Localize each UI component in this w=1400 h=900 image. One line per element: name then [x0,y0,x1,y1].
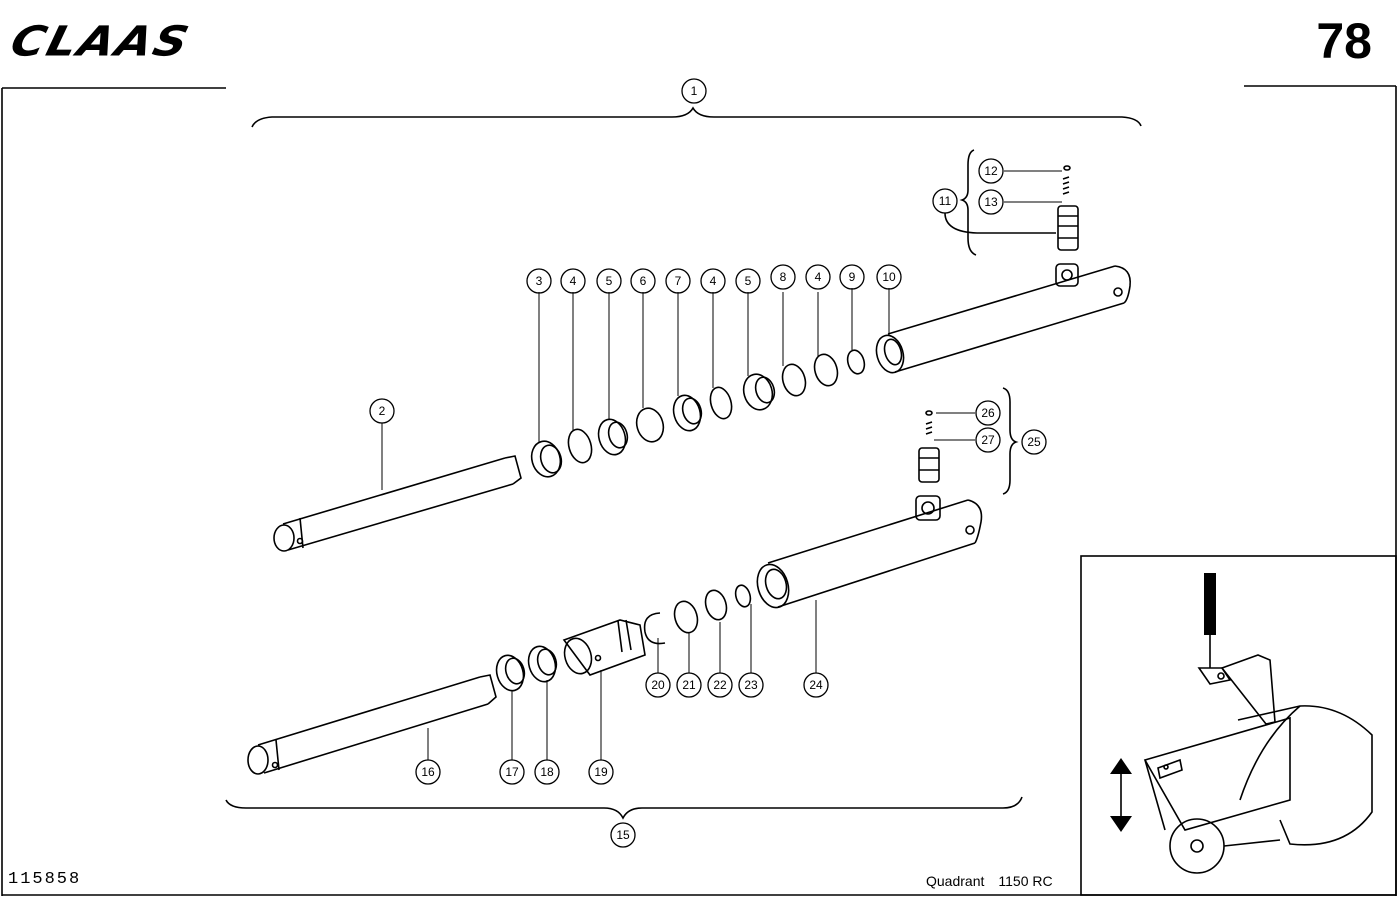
leader-lines [381,170,1062,760]
callout-26: 26 [981,406,995,420]
callout-8: 8 [780,270,787,284]
assembly-bracket-top [251,106,1142,128]
page-number: 78 [1316,13,1372,69]
callout-11: 11 [939,194,952,208]
callout-27: 27 [981,433,995,447]
callout-4b: 4 [710,274,717,288]
cylinder-tube-upper [875,263,1132,374]
callout-25: 25 [1027,435,1041,449]
callout-4: 4 [570,274,577,288]
callout-23: 23 [744,678,758,692]
fitting-assembly-lower [918,387,1019,495]
model-name: Quadrant [926,873,985,889]
callout-24: 24 [809,678,823,692]
callout-5: 5 [606,274,613,288]
callout-19: 19 [594,765,608,779]
callout-9: 9 [849,270,856,284]
callout-6: 6 [640,274,647,288]
callout-3: 3 [536,274,543,288]
callout-7: 7 [675,274,682,288]
callout-22: 22 [713,678,727,692]
callout-2: 2 [379,404,386,418]
callout-12: 12 [984,164,998,178]
piston-rod-upper [273,455,522,552]
callout-20: 20 [651,678,665,692]
callout-1: 1 [691,84,698,98]
fitting-assembly-upper [944,149,1079,256]
callout-5b: 5 [745,274,752,288]
document-number: 115858 [8,870,82,889]
callout-21: 21 [682,678,696,692]
callout-17: 17 [505,765,519,779]
callout-15: 15 [616,828,630,842]
callout-18: 18 [540,765,554,779]
model-label: Quadrant 1150 RC [926,873,1053,889]
callout-10: 10 [882,270,896,284]
callout-circles [369,78,1047,848]
callout-13: 13 [984,195,998,209]
callout-labels: 1 2 3 4 5 6 7 4 5 8 4 9 10 11 12 13 15 1… [379,84,1041,842]
location-inset [1080,555,1397,896]
model-variant: 1150 RC [998,873,1053,889]
upper-seal-set [530,349,866,478]
piston-rod-lower [247,674,497,775]
cylinder-tube-lower [756,495,983,609]
callout-4c: 4 [815,270,822,284]
callout-16: 16 [421,765,435,779]
page-frame [1,85,1397,896]
assembly-bracket-bottom [225,796,1023,820]
lower-seal-set [495,584,752,692]
